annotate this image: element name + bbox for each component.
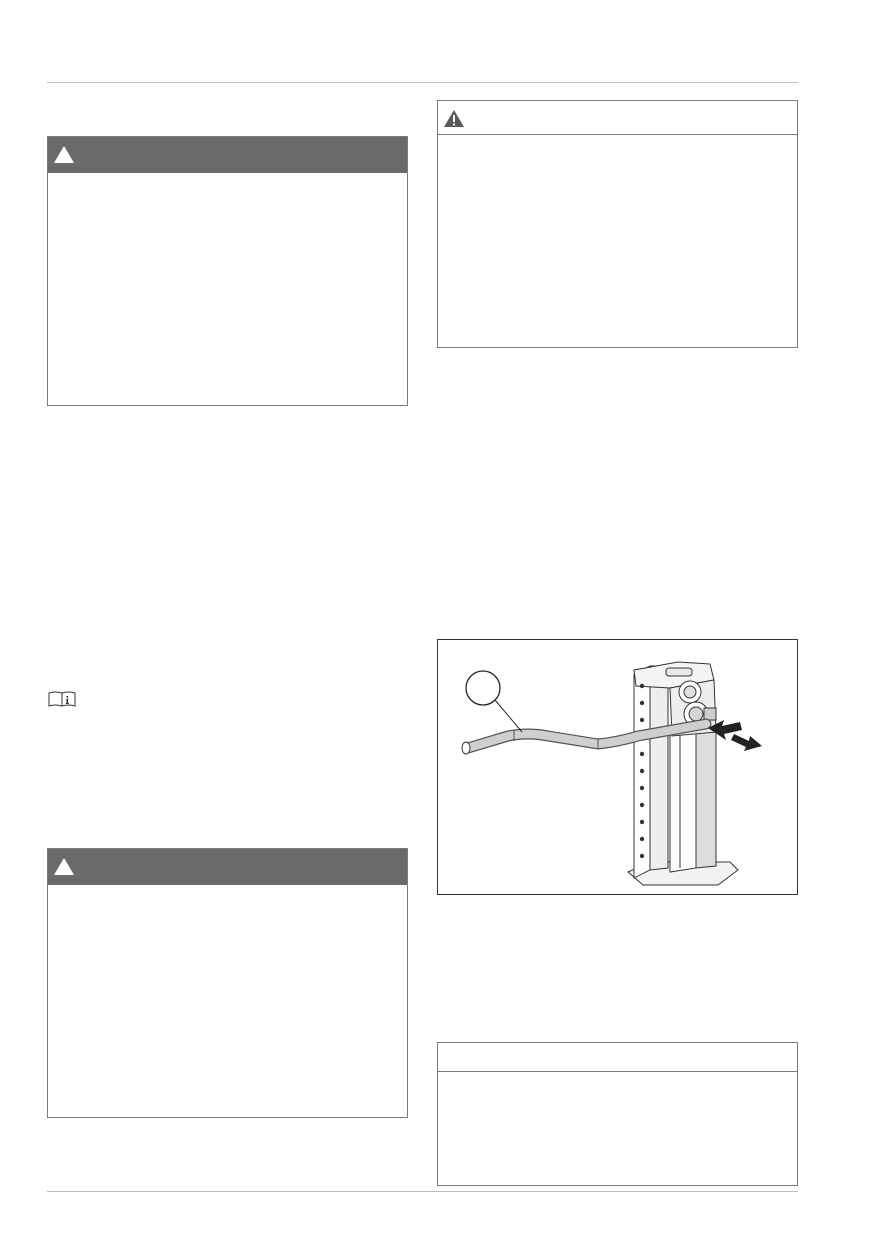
warning-box	[47, 848, 408, 1118]
note-box-header	[438, 1043, 797, 1072]
warning-box-header	[48, 137, 407, 173]
caution-box	[437, 100, 798, 348]
warning-triangle-icon	[54, 858, 74, 875]
crank-handle-jack-illustration	[461, 661, 762, 886]
figure-frame	[437, 639, 798, 895]
manual-info-icon	[48, 691, 76, 707]
caution-box-header	[438, 101, 797, 135]
warning-box	[47, 136, 408, 406]
caution-exclamation-icon	[444, 110, 464, 127]
note-box	[437, 1042, 798, 1186]
warning-box-header	[48, 849, 407, 885]
header-rule	[47, 82, 798, 83]
footer-rule	[47, 1191, 798, 1192]
warning-triangle-icon	[54, 146, 74, 163]
